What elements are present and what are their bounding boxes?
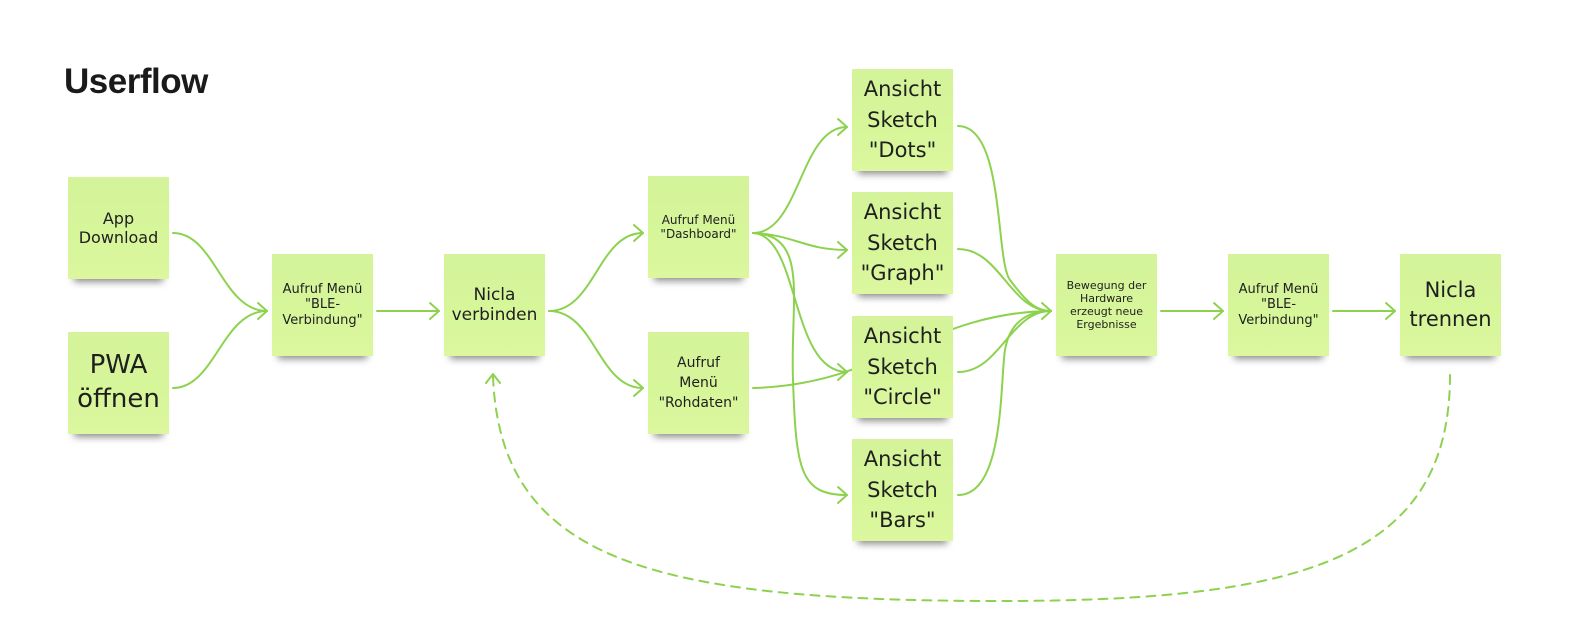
- arrowhead-ble-menu: [257, 302, 268, 320]
- sticky-label: Nicla trennen: [1409, 277, 1492, 331]
- sticky-ble-menu-1[interactable]: Aufruf Menü "BLE- Verbindung": [272, 254, 373, 356]
- sticky-label: Aufruf Menü "BLE- Verbindung": [1238, 281, 1319, 328]
- sticky-dashboard-menu[interactable]: Aufruf Menü "Dashboard": [648, 176, 749, 278]
- sticky-label: Aufruf Menü "Dashboard": [660, 212, 737, 241]
- edge-nicla-trennen-loop-to-nicla-verbinden[interactable]: [492, 374, 1451, 602]
- sticky-sketch-bars[interactable]: Ansicht Sketch "Bars": [852, 439, 953, 541]
- edge-dashboard-to-dots[interactable]: [752, 126, 848, 234]
- sticky-label: Ansicht Sketch "Bars": [863, 447, 942, 533]
- sticky-label: Aufruf Menü "Rohdaten": [658, 354, 739, 412]
- sticky-nicla-trennen[interactable]: Nicla trennen: [1400, 254, 1501, 356]
- edge-app-download-to-ble-menu[interactable]: [172, 232, 268, 312]
- sticky-sketch-dots[interactable]: Ansicht Sketch "Dots": [852, 69, 953, 171]
- edge-pwa-to-ble-menu[interactable]: [172, 310, 268, 389]
- sticky-label: PWA öffnen: [77, 350, 160, 414]
- arrowhead-circle: [837, 363, 848, 381]
- sticky-rohdaten-menu[interactable]: Aufruf Menü "Rohdaten": [648, 332, 749, 434]
- edge-graph-to-bewegung[interactable]: [957, 248, 1052, 312]
- arrowhead-dots: [837, 118, 848, 136]
- edge-nicla-to-rohdaten[interactable]: [548, 310, 644, 389]
- sticky-sketch-circle[interactable]: Ansicht Sketch "Circle": [852, 316, 953, 418]
- sticky-app-download[interactable]: App Download: [68, 177, 169, 279]
- sticky-label: App Download: [78, 208, 159, 247]
- sticky-label: Ansicht Sketch "Graph": [860, 200, 945, 286]
- arrowhead-loop-nicla-verbinden: [485, 373, 501, 384]
- edge-circle-to-bewegung[interactable]: [957, 310, 1052, 373]
- sticky-label: Nicla verbinden: [451, 284, 538, 325]
- arrowhead-graph: [837, 241, 848, 259]
- edge-nicla-to-dashboard[interactable]: [548, 232, 644, 312]
- sticky-ble-menu-2[interactable]: Aufruf Menü "BLE- Verbindung": [1228, 254, 1329, 356]
- edge-dots-to-bewegung[interactable]: [957, 125, 1052, 312]
- arrowhead-rohdaten: [633, 379, 644, 397]
- sticky-pwa-oeffnen[interactable]: PWA öffnen: [68, 332, 169, 434]
- sticky-label: Ansicht Sketch "Dots": [863, 77, 942, 163]
- sticky-label: Aufruf Menü "BLE- Verbindung": [282, 281, 363, 328]
- arrowhead-dashboard: [633, 224, 644, 242]
- edge-bars-to-bewegung[interactable]: [957, 310, 1052, 496]
- sticky-label: Ansicht Sketch "Circle": [863, 324, 942, 410]
- arrowhead-nicla-trennen: [1385, 302, 1396, 320]
- arrowhead-ble-menu-2: [1213, 302, 1224, 320]
- edge-dashboard-to-bars[interactable]: [752, 232, 848, 496]
- sticky-sketch-graph[interactable]: Ansicht Sketch "Graph": [852, 192, 953, 294]
- arrowhead-nicla-verbinden: [429, 302, 440, 320]
- arrowhead-bewegung: [1041, 302, 1052, 320]
- sticky-bewegung[interactable]: Bewegung der Hardware erzeugt neue Ergeb…: [1056, 254, 1157, 356]
- sticky-nicla-verbinden[interactable]: Nicla verbinden: [444, 254, 545, 356]
- diagram-title: Userflow: [64, 62, 208, 101]
- edge-dashboard-to-graph[interactable]: [752, 232, 848, 251]
- arrowhead-bars: [837, 486, 848, 504]
- edge-dashboard-to-circle[interactable]: [752, 232, 848, 373]
- sticky-label: Bewegung der Hardware erzeugt neue Ergeb…: [1066, 278, 1147, 332]
